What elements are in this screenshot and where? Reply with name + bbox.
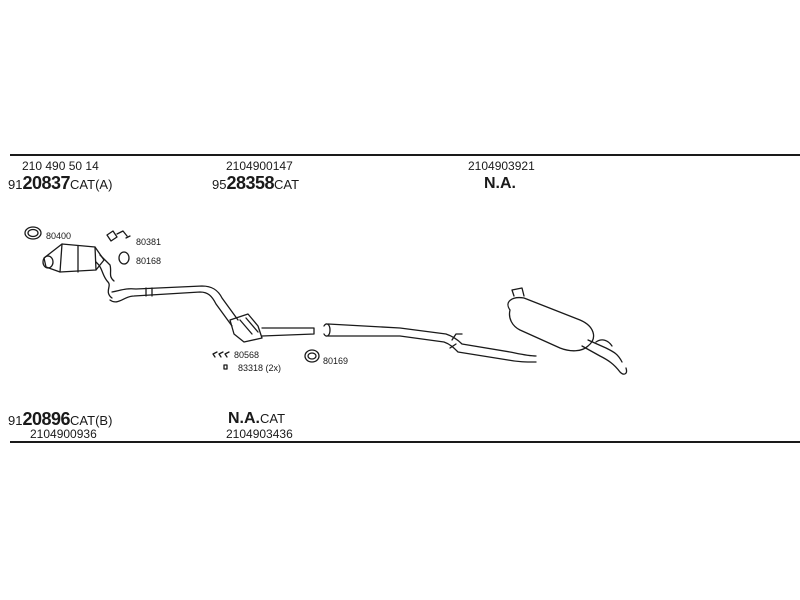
bottom-divider [10,441,800,443]
clamp-80169-inner [307,352,317,360]
clamp-80168-icon [118,251,130,265]
part-label-80168: 80168 [136,256,162,266]
middle-catalytic-converter-icon [229,313,263,343]
clamp-80400-icon [24,226,42,240]
clamp-80400-inner [27,228,39,238]
rear-pipe-hanger-icon [449,333,463,349]
bottom-code-1-prefix: 91 [8,413,23,428]
bottom-code-1: 9120896CAT(B) [8,410,112,430]
top-ref-2: 2104900147 [226,159,293,173]
part-label-80400: 80400 [46,231,72,241]
nut-83318-icon [223,364,228,370]
part-label-80568: 80568 [234,350,260,360]
top-code-2-prefix: 95 [212,177,227,192]
top-code-2-suffix: CAT [274,177,300,192]
top-code-2: 9528358CAT [212,174,299,194]
bottom-code-2-number: N.A. [228,410,260,427]
clamp-80169-icon [304,349,320,363]
top-ref-1: 210 490 50 14 [22,159,99,173]
top-divider [10,154,800,156]
rear-pipe-icon [323,323,537,363]
part-label-80169: 80169 [323,356,349,366]
top-code-2-number: 28358 [226,173,275,193]
bottom-code-1-number: 20896 [22,409,71,429]
front-pipe-icon [109,285,239,327]
front-downpipe-icon [95,254,115,299]
top-code-1: 9120837CAT(A) [8,174,112,194]
bottom-code-1-suffix: CAT(B) [70,413,113,428]
middle-pipe-icon [261,327,315,337]
bottom-code-2: N.A.CAT [228,410,285,428]
bottom-code-2-suffix: CAT [260,411,286,426]
top-ref-3: 2104903921 [468,159,535,173]
tailpipe-icon [581,339,628,375]
bottom-ref-2: 2104903436 [226,427,293,441]
front-catalytic-converter-icon [42,243,105,273]
pipe-joint-icon [145,287,153,297]
part-label-80381: 80381 [136,237,162,247]
rear-silencer-icon [507,287,595,352]
bracket-80381-icon [106,230,131,242]
bottom-ref-1: 2104900936 [30,427,97,441]
top-code-1-number: 20837 [22,173,71,193]
top-code-3: N.A. [484,175,516,193]
bolt-80568-icon [212,351,230,358]
top-code-1-prefix: 91 [8,177,23,192]
top-code-1-suffix: CAT(A) [70,177,113,192]
top-code-3-number: N.A. [484,175,516,192]
part-label-83318: 83318 (2x) [238,363,282,373]
